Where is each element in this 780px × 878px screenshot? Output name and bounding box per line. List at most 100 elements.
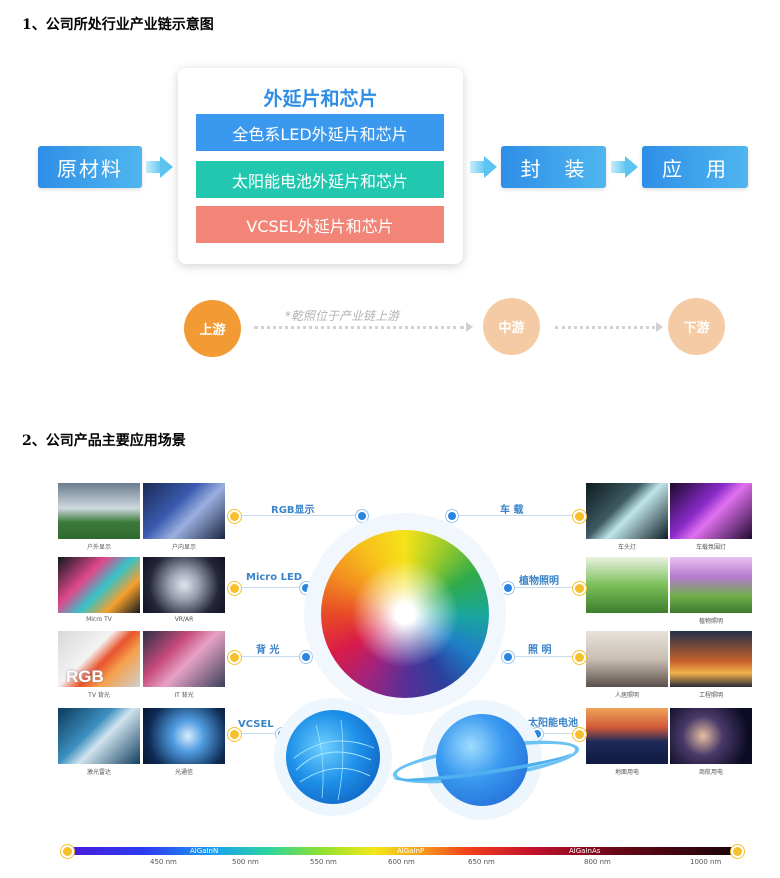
dotted-arrow-icon bbox=[656, 322, 663, 332]
bar-led: 全色系LED外延片和芯片 bbox=[196, 114, 444, 151]
spectrum-tick: 550 nm bbox=[310, 858, 337, 866]
spectrum-tick: 1000 nm bbox=[690, 858, 722, 866]
blue-dot bbox=[502, 582, 514, 594]
connector-line bbox=[452, 515, 578, 516]
card-title: 外延片和芯片 bbox=[263, 88, 378, 110]
connector-line bbox=[508, 587, 578, 588]
ground-power-photo bbox=[586, 708, 668, 764]
label-plant-lighting: 植物照明 bbox=[519, 576, 559, 587]
caption: 商航用电 bbox=[698, 769, 723, 776]
label-automotive: 车 载 bbox=[500, 505, 524, 516]
caption: 地面用电 bbox=[614, 769, 639, 776]
vr-ar-photo bbox=[143, 557, 225, 613]
section1-heading: 1、公司所处行业产业链示意图 bbox=[22, 17, 214, 33]
dotted-arrow-icon bbox=[466, 322, 473, 332]
epitaxy-card: 外延片和芯片 全色系LED外延片和芯片 太阳能电池外延片和芯片 VCSEL外延片… bbox=[178, 68, 463, 264]
spectrum-tick: 500 nm bbox=[232, 858, 259, 866]
upstream-note: *乾照位于产业链上游 bbox=[285, 309, 400, 323]
plant-photo-1 bbox=[586, 557, 668, 613]
spectrum-tick: 600 nm bbox=[388, 858, 415, 866]
caption: 户内显示 bbox=[171, 544, 196, 551]
caption: IT 背光 bbox=[174, 692, 194, 699]
connector-line bbox=[236, 587, 304, 588]
yellow-dot bbox=[228, 510, 241, 523]
packaging-box: 封 装 bbox=[501, 146, 606, 188]
rgb-photo-text: RGB bbox=[66, 667, 104, 686]
space-power-photo bbox=[670, 708, 752, 764]
midstream-circle: 中游 bbox=[483, 298, 540, 355]
label-backlight: 背 光 bbox=[256, 645, 280, 656]
arrow-tail bbox=[470, 161, 486, 173]
solar-planet bbox=[436, 714, 528, 806]
yellow-dot bbox=[228, 651, 241, 664]
caption: 工程照明 bbox=[698, 692, 723, 699]
connector-line bbox=[236, 656, 304, 657]
label-vcsel: VCSEL bbox=[238, 719, 274, 730]
ambient-light-photo bbox=[670, 483, 752, 539]
connector-line bbox=[508, 656, 578, 657]
caption: 车头灯 bbox=[617, 544, 636, 551]
caption: 人居照明 bbox=[614, 692, 639, 699]
blue-dot bbox=[446, 510, 458, 522]
arrow-tail bbox=[611, 161, 627, 173]
yellow-dot bbox=[573, 651, 586, 664]
blue-dot bbox=[502, 651, 514, 663]
spectrum-end-dot bbox=[61, 845, 74, 858]
plant-photo-2 bbox=[670, 557, 752, 613]
spectrum-tick: 450 nm bbox=[150, 858, 177, 866]
section2-heading: 2、公司产品主要应用场景 bbox=[22, 433, 186, 449]
vcsel-globe bbox=[286, 710, 380, 804]
caption: 植物照明 bbox=[698, 618, 723, 625]
arrow-right-icon bbox=[484, 156, 497, 178]
bar-vcsel: VCSEL外延片和芯片 bbox=[196, 206, 444, 243]
indoor-display-photo bbox=[143, 483, 225, 539]
yellow-dot bbox=[573, 510, 586, 523]
caption: 激光雷达 bbox=[86, 769, 111, 776]
home-lighting-photo bbox=[586, 631, 668, 687]
globe-lines-icon bbox=[293, 719, 375, 801]
caption: VR/AR bbox=[174, 616, 194, 623]
caption: 户外显示 bbox=[86, 544, 111, 551]
spectrum-bar bbox=[66, 847, 736, 855]
wheel-center bbox=[399, 608, 411, 620]
label-rgb-display: RGB显示 bbox=[271, 505, 315, 516]
application-box: 应 用 bbox=[642, 146, 748, 188]
caption: 光通信 bbox=[174, 769, 193, 776]
arrow-right-icon bbox=[625, 156, 638, 178]
bar-solar: 太阳能电池外延片和芯片 bbox=[196, 161, 444, 198]
arrow-right-icon bbox=[160, 156, 173, 178]
upstream-circle: 上游 bbox=[184, 300, 241, 357]
connector-line bbox=[236, 733, 280, 734]
it-backlight-photo bbox=[143, 631, 225, 687]
label-micro-led: Micro LED bbox=[246, 572, 303, 583]
blue-dot bbox=[300, 651, 312, 663]
raw-material-box: 原材料 bbox=[38, 146, 142, 188]
label-solar: 太阳能电池 bbox=[528, 718, 578, 729]
connector-line bbox=[536, 733, 578, 734]
spectrum-tick: 650 nm bbox=[468, 858, 495, 866]
micro-tv-photo bbox=[58, 557, 140, 613]
tv-backlight-photo: RGB bbox=[58, 631, 140, 687]
headlight-photo bbox=[586, 483, 668, 539]
outdoor-display-photo bbox=[58, 483, 140, 539]
arrow-tail bbox=[146, 161, 162, 173]
spectrum-tick: 800 nm bbox=[584, 858, 611, 866]
engineering-lighting-photo bbox=[670, 631, 752, 687]
material-label: AlGaInAs bbox=[569, 847, 601, 855]
caption: TV 背光 bbox=[88, 692, 110, 699]
label-lighting: 照 明 bbox=[528, 645, 552, 656]
yellow-dot bbox=[228, 582, 241, 595]
downstream-circle: 下游 bbox=[668, 298, 725, 355]
dotted-connector bbox=[254, 326, 464, 329]
caption: Micro TV bbox=[86, 616, 112, 623]
yellow-dot bbox=[228, 728, 241, 741]
material-label: AlGaInP bbox=[397, 847, 425, 855]
yellow-dot bbox=[573, 582, 586, 595]
connector-line bbox=[236, 515, 362, 516]
dotted-connector bbox=[555, 326, 655, 329]
caption: 车载氛围灯 bbox=[695, 544, 726, 551]
spectrum-end-dot bbox=[731, 845, 744, 858]
blue-dot bbox=[356, 510, 368, 522]
yellow-dot bbox=[573, 728, 586, 741]
optical-comm-photo bbox=[143, 708, 225, 764]
